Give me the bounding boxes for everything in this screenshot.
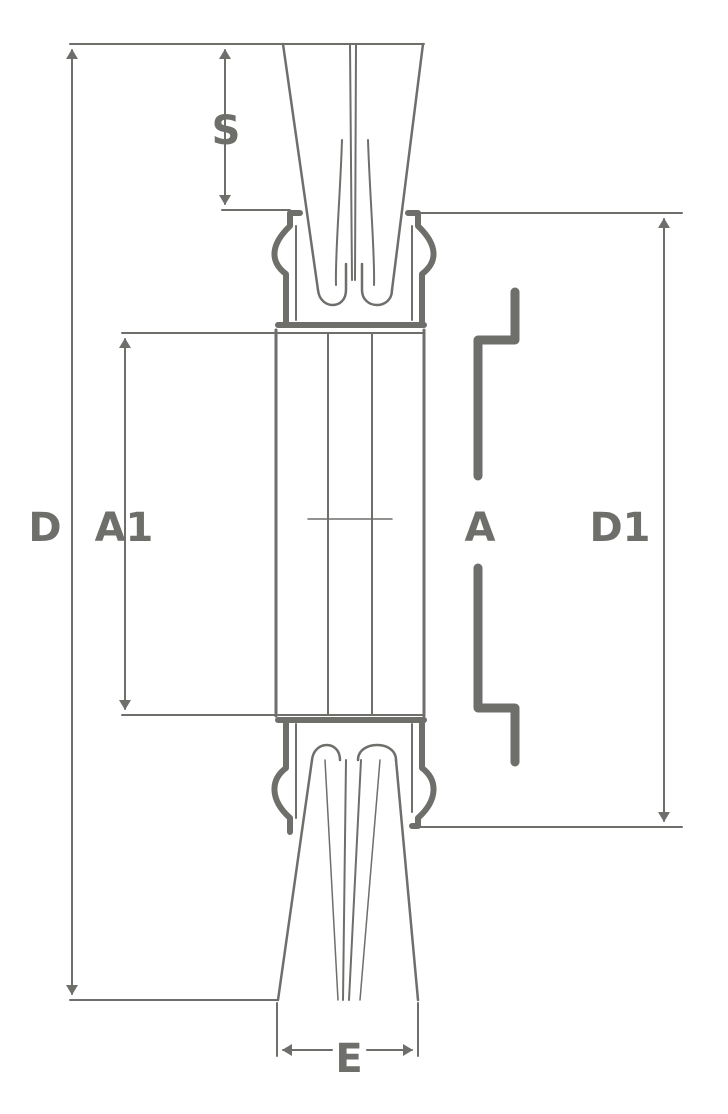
hub-body bbox=[274, 328, 426, 718]
top-wire-filling bbox=[281, 42, 425, 307]
bore-profile-a bbox=[473, 287, 520, 767]
bottom-wire-filling bbox=[276, 743, 420, 1002]
label-a1: A1 bbox=[95, 505, 154, 551]
dimension-e bbox=[276, 1002, 419, 1057]
label-d1: D1 bbox=[589, 505, 650, 551]
top-clamp-ring bbox=[271, 210, 437, 328]
label-e: E bbox=[335, 1036, 362, 1082]
bottom-clamp-ring bbox=[271, 717, 437, 835]
dimension-d1 bbox=[414, 212, 683, 828]
dimension-d bbox=[66, 43, 425, 1001]
dimension-s bbox=[219, 49, 291, 211]
label-d: D bbox=[28, 505, 61, 551]
label-s: S bbox=[212, 108, 241, 154]
label-a: A bbox=[465, 505, 496, 551]
center-mark bbox=[307, 509, 393, 529]
dimension-a1 bbox=[119, 332, 277, 716]
